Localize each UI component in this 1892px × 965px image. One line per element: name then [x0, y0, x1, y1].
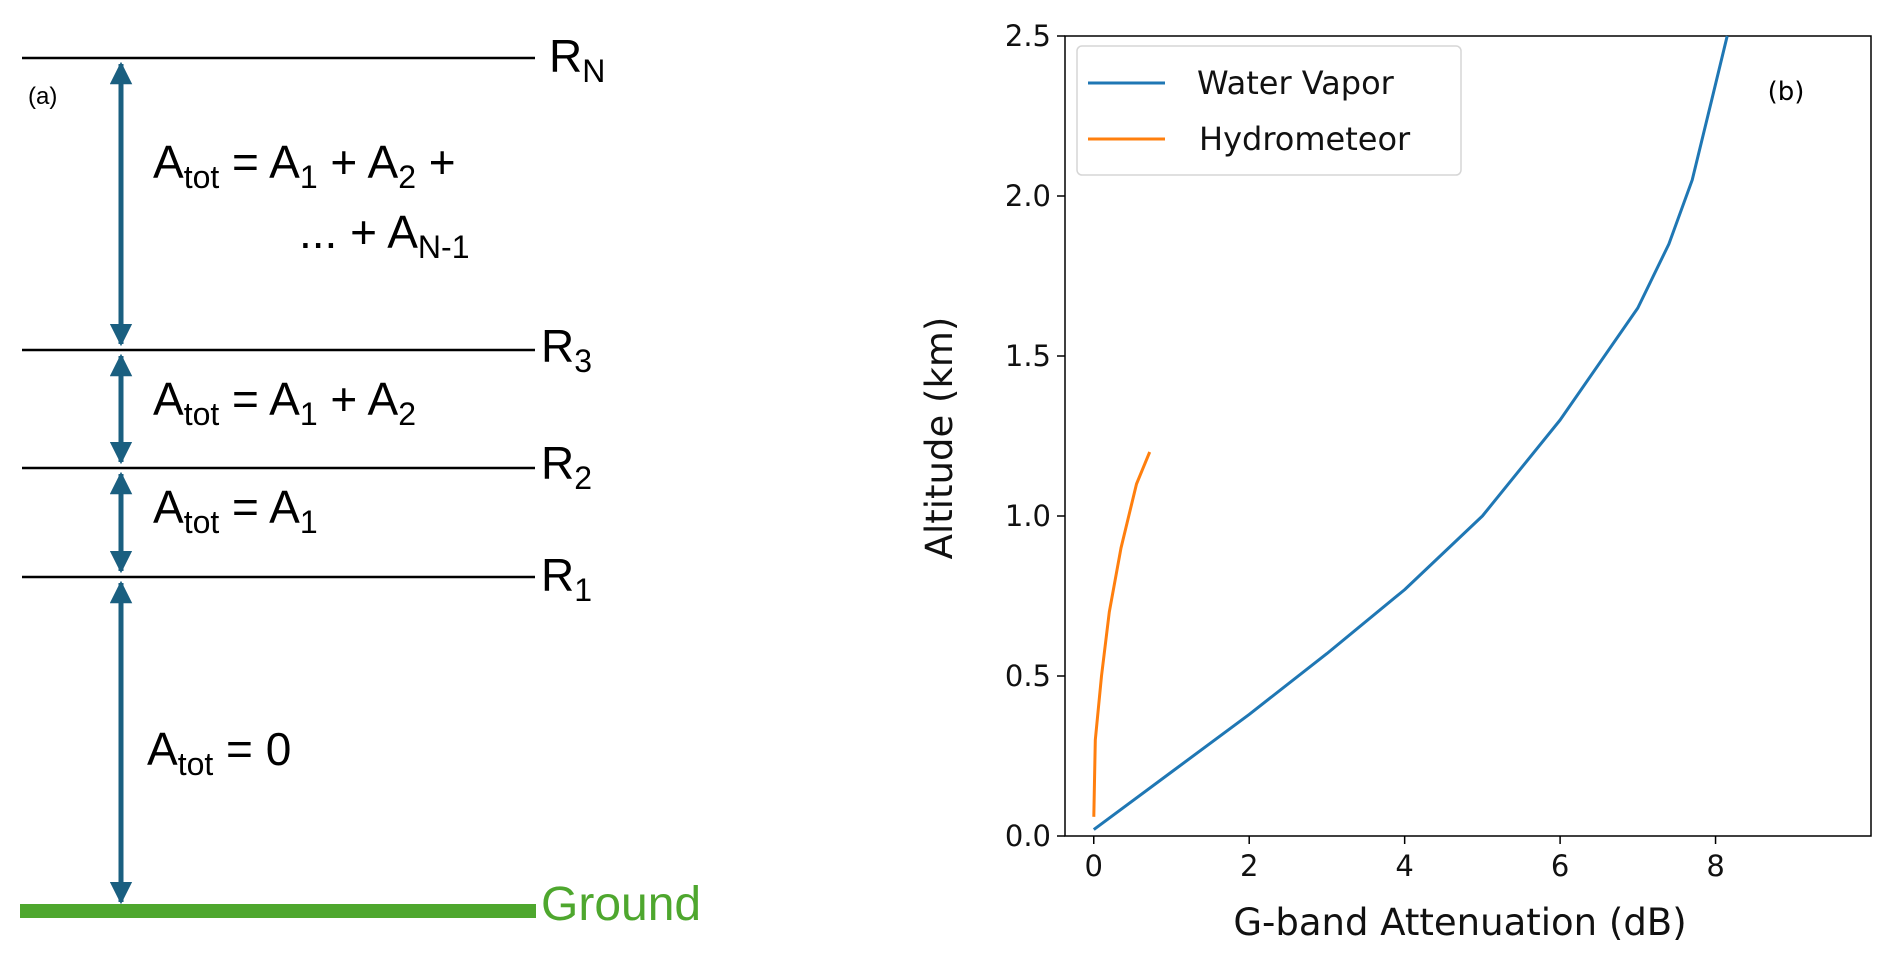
x-tick-label: 0: [1085, 849, 1103, 883]
y-tick-label: 0.5: [1005, 659, 1051, 693]
level-label-rn: RN: [549, 30, 605, 89]
x-tick-label: 8: [1706, 849, 1724, 883]
level-label-r3: R3: [541, 320, 592, 379]
y-tick-label: 0.0: [1005, 819, 1051, 853]
panel-b-chart: 0 2 4 6 8 0.0 0.5 1.0 1.5 2.0 2.5 (b) G-band Atten…: [918, 19, 1872, 944]
x-tick-label: 6: [1551, 849, 1569, 883]
y-tick-label: 1.5: [1005, 339, 1051, 373]
y-tick-label: 1.0: [1005, 499, 1051, 533]
legend: Water Vapor Hydrometeor: [1076, 45, 1462, 176]
equation-ground: Atot = 0: [147, 723, 291, 782]
y-tick-label: 2.5: [1005, 19, 1051, 53]
equation-top-line2: ... + AN-1: [299, 206, 469, 265]
legend-label-hydrometeor: Hydrometeor: [1199, 120, 1411, 158]
level-label-r2: R2: [541, 437, 592, 496]
x-tick-label: 4: [1395, 849, 1413, 883]
panel-b-label: (b): [1768, 77, 1805, 107]
series-lines: [1092, 35, 1729, 831]
x-tick-label: 2: [1240, 849, 1258, 883]
y-axis-label: Altitude (km): [918, 317, 961, 560]
y-tick-label: 2.0: [1005, 179, 1051, 213]
series-line-hydrometeor: [1092, 451, 1152, 817]
equation-top-line1: Atot = A1 + A2 +: [153, 136, 456, 195]
ground-label: Ground: [541, 878, 701, 931]
series-line-water-vapor: [1092, 35, 1729, 831]
panel-a-label: (a): [28, 83, 57, 110]
level-label-r1: R1: [541, 549, 592, 608]
axis-ticks: 0 2 4 6 8 0.0 0.5 1.0 1.5 2.0 2.5: [1005, 19, 1725, 883]
ground-bar: [20, 904, 536, 918]
legend-box: [1076, 45, 1462, 176]
panel-a-diagram: (a) RN R3 R2 R1 Ground Atot = A1 + A2 + …: [20, 30, 701, 931]
equation-low: Atot = A1: [153, 481, 318, 540]
plot-frame: [1064, 35, 1872, 837]
legend-label-water-vapor: Water Vapor: [1197, 64, 1395, 102]
x-axis-label: G-band Attenuation (dB): [1233, 901, 1686, 944]
equation-mid: Atot = A1 + A2: [153, 373, 416, 432]
